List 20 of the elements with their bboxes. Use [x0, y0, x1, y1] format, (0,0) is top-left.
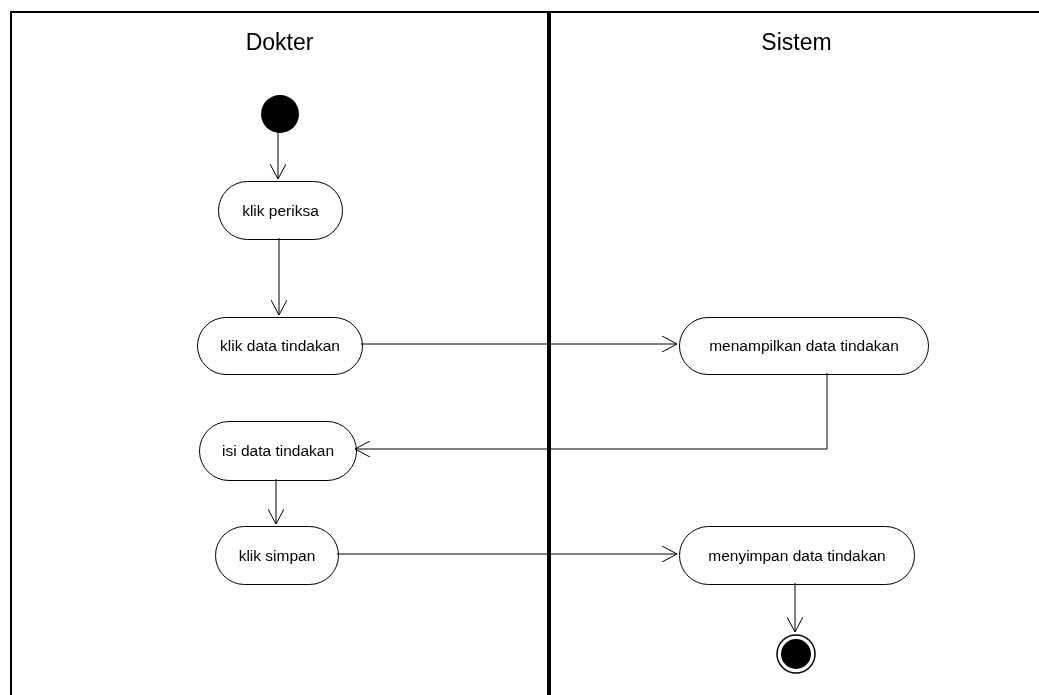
arrow: [360, 335, 678, 353]
lane-heading: Dokter: [244, 28, 315, 57]
lane-heading: Sistem: [760, 28, 833, 57]
initial-node: [260, 94, 300, 134]
activity-label: menampilkan data tindakan: [709, 336, 899, 357]
activity-label: menyimpan data tindakan: [708, 545, 886, 566]
swimlane: [10, 11, 549, 695]
swimlane: [549, 11, 1039, 695]
activity-label: klik simpan: [238, 545, 316, 566]
activity-label: isi data tindakan: [222, 441, 334, 462]
activity-label: klik periksa: [242, 200, 319, 221]
arrow: [786, 582, 804, 633]
arrow: [354, 372, 828, 458]
activity-label: klik data tindakan: [220, 336, 340, 357]
activity-box: [199, 421, 357, 481]
arrow: [270, 237, 288, 316]
final-node: [776, 634, 816, 674]
arrow: [269, 131, 287, 180]
arrow: [336, 545, 678, 563]
arrow: [267, 478, 285, 525]
